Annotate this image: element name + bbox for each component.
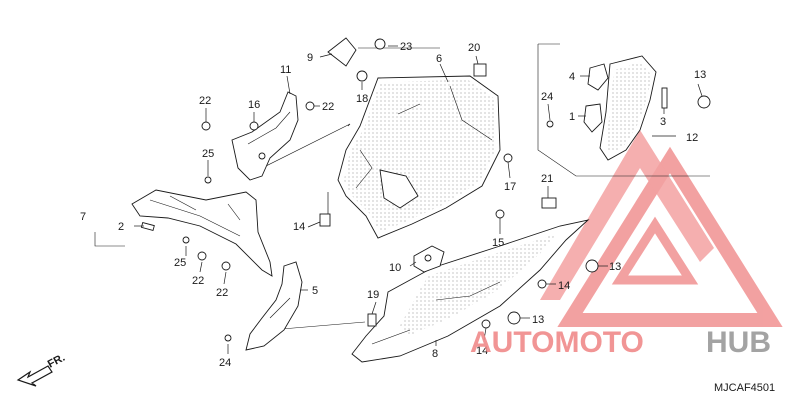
screw-part-25-a bbox=[204, 176, 212, 184]
clip-part-9 bbox=[327, 37, 357, 67]
callout-17: 17 bbox=[504, 181, 516, 193]
screw-part-23 bbox=[374, 38, 386, 50]
callout-18: 18 bbox=[356, 93, 368, 105]
callout-23: 23 bbox=[400, 41, 412, 53]
bolt-part-13-b bbox=[585, 259, 599, 273]
grommet-part-18 bbox=[356, 70, 368, 82]
watermark-logo bbox=[540, 130, 783, 327]
callout-3: 3 bbox=[660, 116, 666, 128]
callout-7: 7 bbox=[80, 211, 86, 223]
front-direction-label: FR. bbox=[46, 352, 67, 371]
grommet-part-14-b bbox=[537, 279, 547, 289]
fasteners bbox=[182, 37, 711, 342]
callout-13-c: 13 bbox=[532, 314, 544, 326]
callout-14-a: 14 bbox=[293, 221, 305, 233]
callout-6: 6 bbox=[436, 53, 442, 65]
upper-cowl-part-6 bbox=[337, 75, 501, 239]
callout-21: 21 bbox=[541, 173, 553, 185]
callout-25-b: 25 bbox=[174, 257, 186, 269]
callout-16: 16 bbox=[248, 99, 260, 111]
callout-2: 2 bbox=[118, 221, 124, 233]
callout-9: 9 bbox=[307, 52, 313, 64]
clip-part-19 bbox=[367, 313, 377, 327]
callout-22-d: 22 bbox=[216, 287, 228, 299]
callout-8: 8 bbox=[432, 348, 438, 360]
callout-15: 15 bbox=[492, 237, 504, 249]
callout-11: 11 bbox=[280, 64, 291, 76]
callout-24-b: 24 bbox=[219, 357, 231, 369]
reference-box bbox=[94, 43, 710, 331]
clip-part-21 bbox=[541, 197, 557, 209]
inner-panel-part-12 bbox=[583, 55, 668, 161]
callout-labels: 1 2 3 4 5 6 7 8 9 10 11 12 13 13 13 14 1… bbox=[80, 41, 706, 369]
side-panel-part-7 bbox=[131, 189, 273, 277]
callout-25-a: 25 bbox=[202, 148, 214, 160]
callout-22-a: 22 bbox=[199, 95, 211, 107]
watermark-text-hub: HUB bbox=[706, 326, 771, 359]
screw-part-24-a bbox=[546, 120, 554, 128]
bolt-part-13-a bbox=[697, 95, 711, 109]
screw-part-22-b bbox=[305, 101, 315, 111]
front-direction-arrow: FR. bbox=[16, 352, 67, 387]
screw-part-25-b bbox=[182, 236, 190, 244]
callout-20: 20 bbox=[468, 42, 480, 54]
screw-part-22-c bbox=[197, 251, 207, 261]
bracket-part-11 bbox=[231, 91, 299, 181]
watermark-text-automoto: AUTOMOTO bbox=[470, 326, 644, 359]
screw-part-22-d bbox=[221, 261, 231, 271]
callout-22-b: 22 bbox=[322, 101, 334, 113]
side-piece-part-5 bbox=[245, 261, 303, 351]
screw-part-24-b bbox=[224, 334, 232, 342]
callout-19: 19 bbox=[367, 289, 379, 301]
watermark-text: AUTOMOTO HUB bbox=[470, 326, 771, 359]
callout-24-a: 24 bbox=[541, 91, 553, 103]
screw-part-17 bbox=[503, 153, 513, 163]
callout-14-b: 14 bbox=[558, 280, 570, 292]
callout-10: 10 bbox=[389, 262, 401, 274]
callout-22-c: 22 bbox=[192, 275, 204, 287]
callout-1: 1 bbox=[569, 111, 575, 123]
screw-part-22-a bbox=[201, 121, 211, 131]
callout-13-a: 13 bbox=[694, 69, 706, 81]
bracket-part-10 bbox=[413, 245, 445, 273]
callout-12: 12 bbox=[686, 132, 698, 144]
bolt-part-13-c bbox=[507, 311, 521, 325]
diagram-code: MJCAF4501 bbox=[714, 382, 775, 394]
nut-part-20 bbox=[473, 63, 487, 77]
callout-5: 5 bbox=[312, 285, 318, 297]
screw-part-15 bbox=[495, 209, 505, 219]
callout-13-b: 13 bbox=[609, 261, 621, 273]
leader-lines bbox=[134, 45, 703, 354]
callout-4: 4 bbox=[569, 71, 575, 83]
screw-part-16 bbox=[249, 121, 259, 131]
under-cowl-part-8 bbox=[351, 219, 590, 363]
callout-14-c: 14 bbox=[476, 345, 488, 357]
grommet-part-14-a bbox=[319, 213, 331, 227]
